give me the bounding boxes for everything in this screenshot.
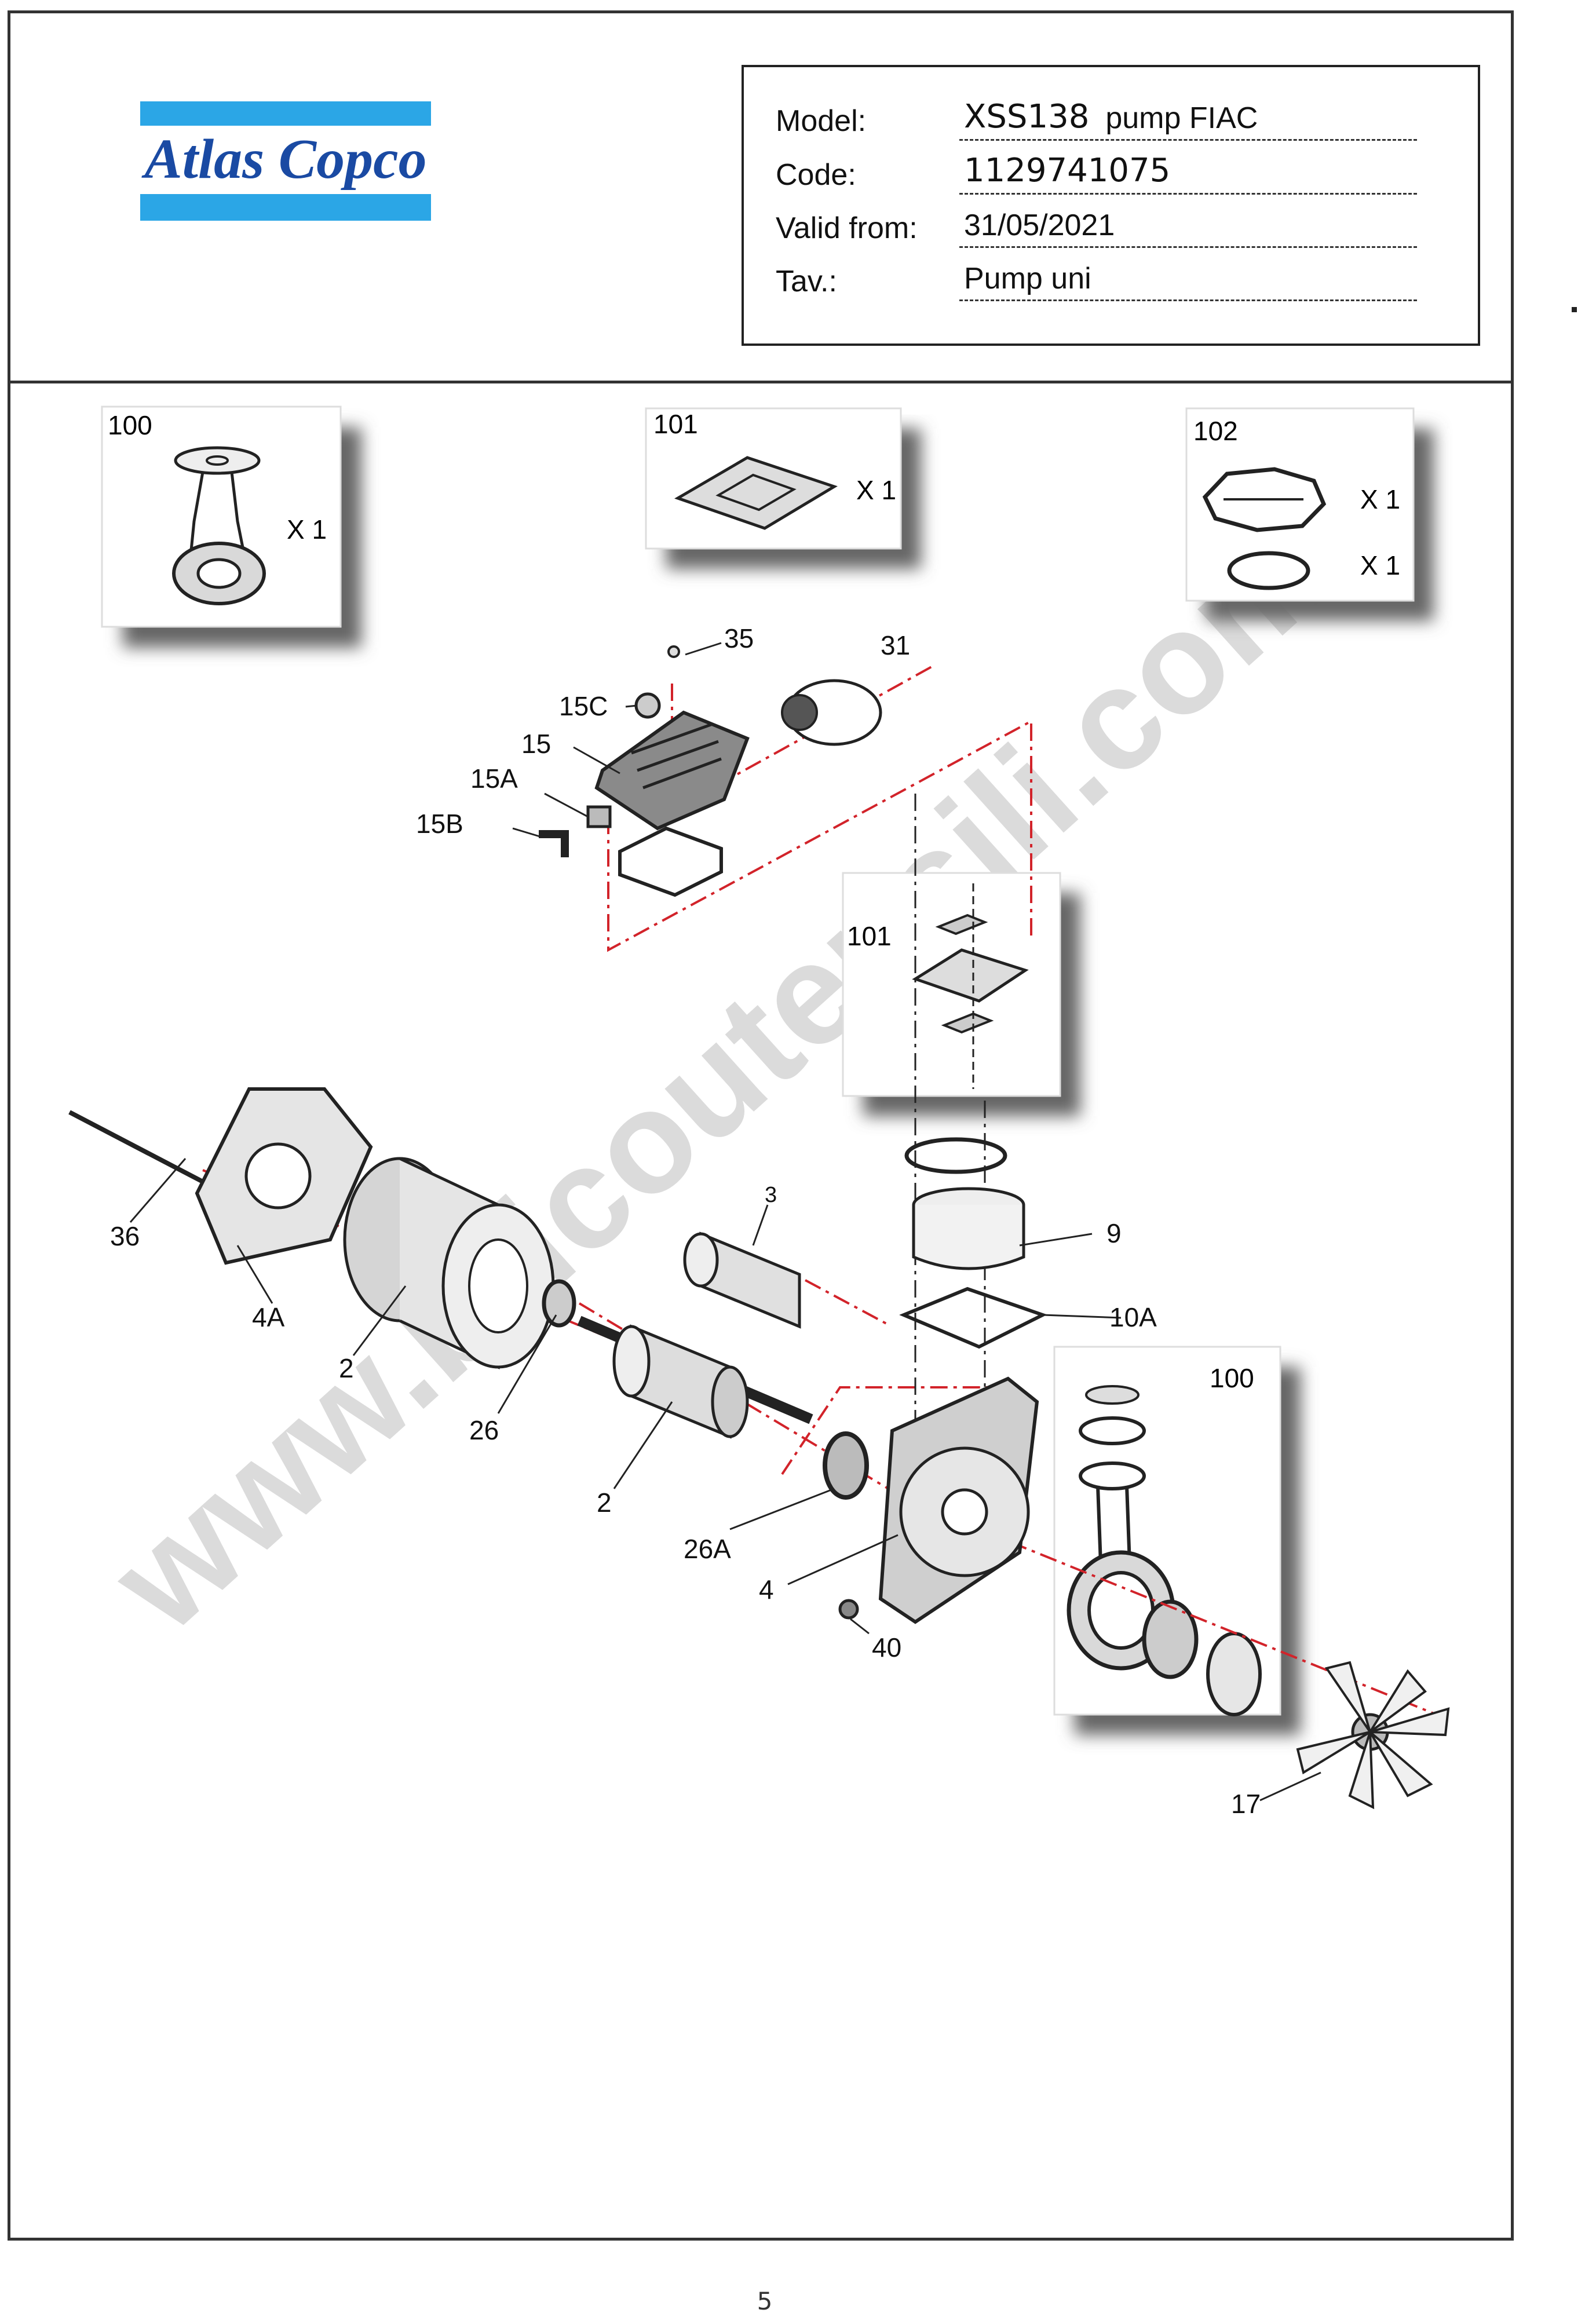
callout-15: 15 (521, 729, 551, 759)
callout-leaders (129, 642, 1321, 1802)
kit-qty: X 1 (287, 514, 327, 545)
eccentric (1206, 1632, 1262, 1716)
valid-row: Valid from: 31/05/2021 (744, 206, 1478, 253)
model-label: Model: (776, 104, 867, 138)
conrod (189, 472, 245, 551)
ring (1079, 1416, 1146, 1445)
callout-15c: 15C (559, 691, 608, 721)
crankcase-4 (878, 1376, 1039, 1624)
kit-number: 100 (1210, 1363, 1254, 1393)
kit-qty-1: X 1 (1360, 484, 1400, 514)
model-code: XSS138 (964, 98, 1090, 136)
callout-15a: 15A (470, 763, 518, 794)
callout-26: 26 (469, 1415, 499, 1445)
piston-top (174, 446, 261, 475)
callout-9: 9 (1106, 1218, 1122, 1248)
conrod (1096, 1485, 1131, 1565)
bearing-26a (823, 1431, 869, 1500)
fan-17 (1296, 1661, 1450, 1810)
model-row: Model: XSS138 pump FIAC (744, 96, 1478, 145)
callout-31: 31 (881, 630, 910, 660)
o-ring (1227, 551, 1310, 590)
callout-40: 40 (872, 1632, 901, 1662)
bearing-26 (542, 1279, 576, 1328)
kit-box (1185, 407, 1415, 602)
kit-100-top: 100 X 1 (101, 405, 361, 648)
code-row: Code: 1129741075 (744, 152, 1478, 199)
callout-3: 3 (765, 1183, 777, 1207)
callout-4: 4 (759, 1574, 774, 1605)
kit-102: 102 X 1 X 1 (1185, 407, 1434, 621)
kit-number: 100 (108, 410, 152, 440)
end-shield-4a (195, 1087, 373, 1265)
model-desc: pump FIAC (1105, 101, 1258, 135)
cylinder-liner-9 (912, 1187, 1025, 1270)
code-value: 1129741075 (959, 149, 1417, 195)
valve-plate (912, 948, 1029, 1003)
nut-35 (667, 645, 680, 658)
kit-qty: X 1 (856, 475, 896, 505)
kit-number: 101 (847, 921, 892, 951)
stray-dot (1572, 307, 1577, 312)
info-box: Model: XSS138 pump FIAC Code: 1129741075… (742, 65, 1480, 346)
rotor-2 (577, 1316, 813, 1439)
o-ring (904, 1137, 1007, 1174)
gasket-10a (899, 1287, 1047, 1349)
svg-text:Atlas Copco: Atlas Copco (141, 128, 426, 191)
kit-number: 101 (653, 409, 698, 439)
capacitor-3 (683, 1232, 801, 1329)
valid-label: Valid from: (776, 211, 918, 245)
kit-101-top: 101 X 1 (645, 407, 921, 569)
page-number: 5 (757, 2287, 773, 2315)
bearing (1142, 1599, 1199, 1679)
tav-value: Pump uni (959, 256, 1417, 301)
valve-plate (674, 456, 838, 530)
kit-number: 102 (1193, 416, 1238, 446)
callout-36: 36 (110, 1221, 140, 1251)
callout-15b: 15B (416, 809, 463, 839)
code-label: Code: (776, 158, 856, 192)
valid-value: 31/05/2021 (959, 203, 1417, 248)
callout-2-stator: 2 (339, 1353, 354, 1383)
plug-40 (838, 1599, 859, 1620)
fitting-15a (586, 805, 612, 828)
kit-101-mid: 101 (842, 872, 1080, 1116)
page-frame (8, 10, 1514, 2241)
callout-10a: 10A (1109, 1302, 1157, 1332)
head-gasket (1202, 467, 1327, 532)
piston-top (1085, 1385, 1140, 1405)
callout-2-rotor: 2 (597, 1488, 612, 1518)
stator-2 (343, 1157, 555, 1369)
tav-row: Tav.: Pump uni (744, 260, 1478, 306)
ring (1079, 1461, 1146, 1490)
elbow-15b (539, 830, 569, 857)
cylinder-head (539, 645, 882, 897)
callout-26a: 26A (684, 1534, 731, 1564)
atlas-copco-logo: Atlas Copco (140, 101, 431, 221)
head-gasket (618, 826, 723, 897)
tav-label: Tav.: (776, 265, 837, 298)
kit-qty-2: X 1 (1360, 550, 1400, 580)
plug-15c (634, 692, 661, 719)
tie-rod-36 (68, 1110, 204, 1184)
callout-35: 35 (724, 623, 754, 653)
callout-4a: 4A (252, 1302, 285, 1332)
model-value: XSS138 pump FIAC (959, 96, 1417, 141)
callout-17: 17 (1231, 1789, 1261, 1819)
kit-100-bottom: 100 (1053, 1346, 1301, 1735)
header-divider (8, 381, 1514, 383)
